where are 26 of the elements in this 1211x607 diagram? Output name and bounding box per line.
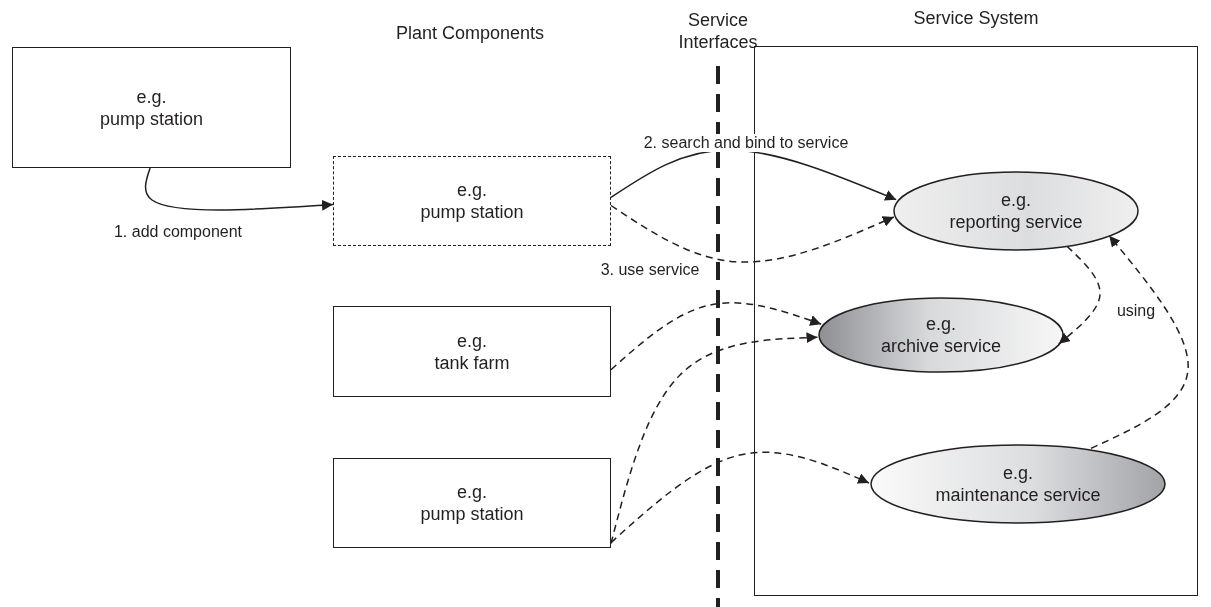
service-ellipse (893, 171, 1139, 251)
column-heading: Service Interfaces (677, 9, 759, 53)
system-heading: Service System (912, 7, 1040, 29)
service-ellipse (818, 297, 1064, 373)
component-box (333, 458, 611, 548)
new-component-box (333, 156, 611, 246)
node-label: e.g. archive service (879, 313, 1002, 357)
arrow (610, 332, 819, 545)
node-label: e.g. pump station (419, 179, 525, 223)
node-label: e.g. pump station (98, 85, 205, 130)
annotation-text: using (1115, 301, 1157, 321)
component-box (12, 47, 291, 168)
arrow (610, 451, 870, 544)
arrow (610, 302, 822, 371)
component-box (333, 306, 611, 397)
node-label: e.g. pump station (419, 481, 525, 525)
service-ellipse (870, 444, 1166, 524)
node-label: e.g. reporting service (948, 189, 1084, 233)
node-label: e.g. tank farm (433, 329, 511, 374)
column-heading: Plant Components (394, 22, 546, 44)
arrow (1058, 245, 1101, 345)
arrow (610, 204, 895, 263)
edge-label: 2. search and bind to service (641, 134, 851, 152)
arrow (1090, 234, 1189, 450)
node-label: e.g. maintenance service (934, 462, 1102, 506)
arrow (144, 167, 334, 211)
